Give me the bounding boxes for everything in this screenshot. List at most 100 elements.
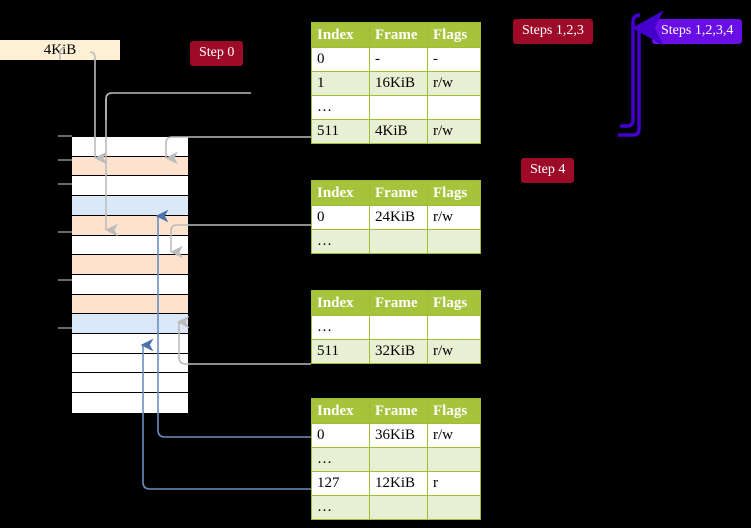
table-row: … [311,495,481,520]
table-cell-flags: r/w [427,71,481,96]
memory-frame-white [72,334,188,354]
memory-frame-blue [72,314,188,335]
table-row: … [311,95,481,120]
memory-tick [58,279,72,281]
wire-steps1234-bracket [620,13,641,128]
memory-tick [58,135,72,137]
column-header-flags: Flags [427,290,481,316]
column-header-flags: Flags [427,22,481,48]
wire-pd-511-to-memory [176,315,311,365]
wire-steps1234-line [618,10,664,137]
table-cell-flags [427,229,481,254]
table-cell-flags [427,495,481,520]
table-cell-frame: 24KiB [369,205,428,230]
column-header-frame: Frame [369,290,428,316]
table-row: … [311,315,481,340]
table-cell-index: 0 [311,423,370,448]
table-cell-flags: r/w [427,339,481,364]
table-cell-flags: r [427,471,481,496]
table-cell-index: 0 [311,47,370,72]
memory-frame-white [72,137,188,157]
table-cell-frame: 36KiB [369,423,428,448]
table-cell-frame: 16KiB [369,71,428,96]
column-header-index: Index [311,398,370,424]
memory-frame-orange [72,255,188,275]
table-cell-frame [369,95,428,120]
frame-size-label: 4KiB [0,40,120,60]
physical-memory-column [70,135,190,415]
table-cell-frame: 32KiB [369,339,428,364]
steps1234-badge: Steps 1,2,3,4 [652,19,743,44]
column-header-frame: Frame [369,398,428,424]
table-row: 0-- [311,47,481,72]
table-cell-flags: r/w [427,119,481,144]
column-header-frame: Frame [369,22,428,48]
table-cell-frame [369,495,428,520]
step0-badge: Step 0 [190,41,244,66]
column-header-flags: Flags [427,398,481,424]
table-cell-flags [427,315,481,340]
table-cell-index: 127 [311,471,370,496]
column-header-index: Index [311,290,370,316]
table-cell-index: … [311,95,370,120]
column-header-flags: Flags [427,180,481,206]
wire-pdpt-0-to-memory [170,224,311,259]
memory-tick [58,231,72,233]
step4-badge: Step 4 [521,158,575,183]
steps123-badge: Steps 1,2,3 [513,19,593,44]
memory-frame-white [72,353,188,374]
table-cell-flags [427,447,481,472]
memory-frame-white [72,373,188,394]
memory-frame-white [72,235,188,256]
table-row: … [311,447,481,472]
table-cell-flags: r/w [427,423,481,448]
memory-tick [58,159,72,161]
memory-frame-orange [72,156,188,177]
table-cell-index: 1 [311,71,370,96]
table-cell-frame [369,229,428,254]
column-header-index: Index [311,180,370,206]
table-cell-index: … [311,447,370,472]
table-cell-frame: 4KiB [369,119,428,144]
table-cell-frame [369,315,428,340]
memory-frame-blue [72,196,188,216]
memory-tick [58,183,72,185]
table-cell-index: … [311,315,370,340]
table-row: … [311,229,481,254]
memory-frame-orange [72,294,188,315]
memory-frame-white [72,393,188,413]
memory-frame-white [72,274,188,295]
table-cell-flags: r/w [427,205,481,230]
table-cell-frame: 12KiB [369,471,428,496]
table-cell-frame: - [369,47,428,72]
column-header-index: Index [311,22,370,48]
column-header-frame: Frame [369,180,428,206]
table-cell-index: … [311,495,370,520]
table-cell-flags [427,95,481,120]
table-cell-index: … [311,229,370,254]
table-cell-index: 0 [311,205,370,230]
table-cell-flags: - [427,47,481,72]
table-cell-frame [369,447,428,472]
memory-tick [58,327,72,329]
memory-frame-orange [72,215,188,236]
memory-frame-white [72,176,188,197]
table-cell-index: 511 [311,339,370,364]
wire-steps1234-arrow [615,24,640,136]
table-cell-index: 511 [311,119,370,144]
